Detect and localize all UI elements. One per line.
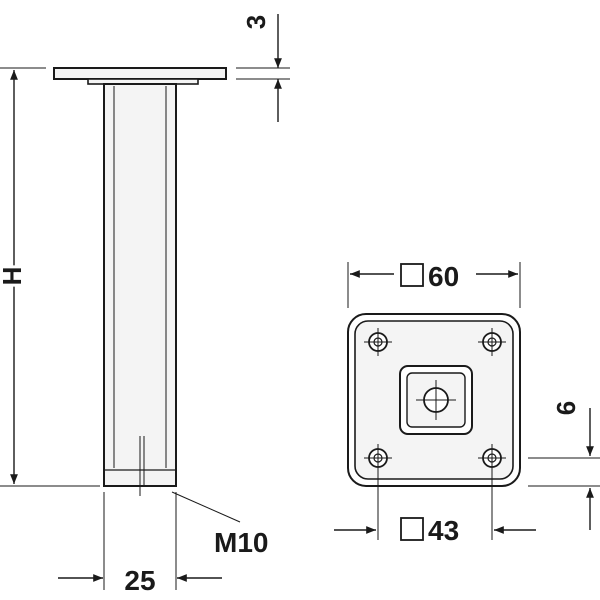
square-symbol-icon [400, 263, 424, 287]
dimension-plate-thickness: 3 [236, 14, 290, 122]
hole-spacing-label: 43 [428, 515, 459, 546]
dimension-inner-offset: 6 [528, 401, 600, 530]
mounting-plate-side [53, 67, 227, 80]
tube-body [103, 83, 177, 487]
screw-hole-top-left [364, 328, 392, 356]
dimension-height: H [0, 67, 100, 487]
screw-hole-bottom-left [364, 444, 392, 472]
inner-offset-label: 6 [551, 401, 581, 415]
top-view [347, 313, 521, 487]
dimension-thread: M10 [171, 491, 268, 558]
height-label: H [0, 267, 27, 286]
plate-width-label: 60 [428, 261, 459, 292]
dimension-hole-spacing: 43 [334, 468, 536, 546]
dimension-plate-width: 60 [347, 261, 521, 308]
plate-thickness-label: 3 [241, 15, 271, 29]
tube-diameter-label: 25 [124, 565, 155, 596]
side-view [53, 67, 227, 496]
square-symbol-icon-2 [400, 517, 424, 541]
thread-label: M10 [214, 527, 268, 558]
screw-hole-top-right [478, 328, 506, 356]
dimension-tube-diameter: 25 [58, 492, 222, 596]
screw-hole-bottom-right [478, 444, 506, 472]
